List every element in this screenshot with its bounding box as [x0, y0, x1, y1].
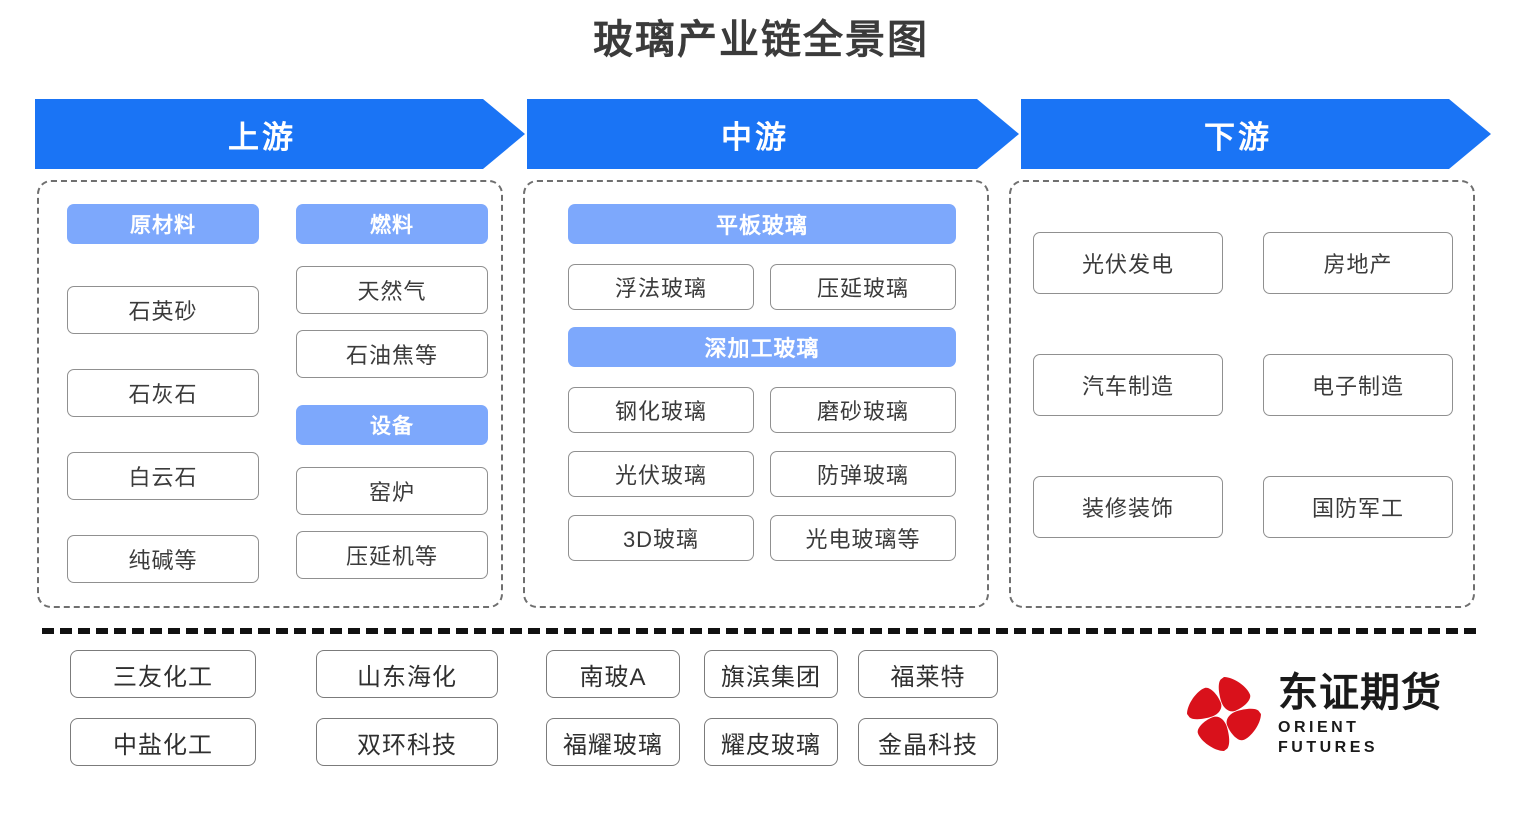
downstream-content: 光伏发电 房地产 汽车制造 电子制造 装修装饰 国防军工 [1033, 232, 1453, 538]
brand-name-en: ORIENT FUTURES [1278, 719, 1379, 756]
item-box[interactable]: 浮法玻璃 [568, 264, 754, 310]
stage-banner-downstream-label: 下游 [1204, 119, 1272, 155]
item-box[interactable]: 压延玻璃 [770, 264, 956, 310]
item-box[interactable]: 3D玻璃 [568, 515, 754, 561]
item-box[interactable]: 窑炉 [296, 467, 488, 515]
item-box[interactable]: 防弹玻璃 [770, 451, 956, 497]
stage-banner-upstream[interactable]: 上游 [35, 99, 525, 169]
category-header-equipment: 设备 [296, 405, 488, 445]
item-box[interactable]: 纯碱等 [67, 535, 259, 583]
company-group-midstream-a: 南玻A 福耀玻璃 [546, 650, 680, 766]
company-group-midstream-b: 旗滨集团 耀皮玻璃 [704, 650, 838, 766]
stage-panel-midstream: 平板玻璃 浮法玻璃 压延玻璃 深加工玻璃 钢化玻璃 磨砂玻璃 光伏玻璃 防弹玻璃… [523, 180, 989, 608]
item-box[interactable]: 白云石 [67, 452, 259, 500]
category-header-flat-glass: 平板玻璃 [568, 204, 956, 244]
item-box[interactable]: 装修装饰 [1033, 476, 1223, 538]
item-box[interactable]: 光伏发电 [1033, 232, 1223, 294]
company-box[interactable]: 双环科技 [316, 718, 498, 766]
item-box[interactable]: 光电玻璃等 [770, 515, 956, 561]
item-row: 光伏发电 房地产 [1033, 232, 1453, 294]
item-box[interactable]: 房地产 [1263, 232, 1453, 294]
item-box[interactable]: 石英砂 [67, 286, 259, 334]
item-box[interactable]: 电子制造 [1263, 354, 1453, 416]
company-box[interactable]: 南玻A [546, 650, 680, 698]
item-row: 光伏玻璃 防弹玻璃 [568, 451, 956, 497]
stage-banner-midstream-label: 中游 [721, 119, 789, 155]
item-row: 钢化玻璃 磨砂玻璃 [568, 387, 956, 433]
company-box[interactable]: 中盐化工 [70, 718, 256, 766]
stage-banner-upstream-label: 上游 [228, 119, 296, 155]
brand-name-cn: 东证期货 [1278, 671, 1442, 715]
orient-futures-diamond-icon [1187, 677, 1261, 751]
company-box[interactable]: 山东海化 [316, 650, 498, 698]
stage-panel-downstream: 光伏发电 房地产 汽车制造 电子制造 装修装饰 国防军工 [1009, 180, 1475, 608]
category-header-fuel: 燃料 [296, 204, 488, 244]
item-box[interactable]: 国防军工 [1263, 476, 1453, 538]
brand-logo: 东证期货 ORIENT FUTURES [1182, 668, 1442, 760]
item-box[interactable]: 光伏玻璃 [568, 451, 754, 497]
upstream-column-fuel-equipment: 燃料 天然气 石油焦等 设备 窑炉 压延机等 [296, 204, 488, 579]
brand-logo-text: 东证期货 ORIENT FUTURES [1278, 670, 1442, 758]
item-box[interactable]: 磨砂玻璃 [770, 387, 956, 433]
representative-companies-row: 三友化工 中盐化工 山东海化 双环科技 南玻A 福耀玻璃 旗滨集团 耀皮玻璃 福… [0, 650, 1522, 780]
section-divider [42, 628, 1476, 634]
company-group-upstream-a: 三友化工 中盐化工 [70, 650, 256, 766]
item-row: 3D玻璃 光电玻璃等 [568, 515, 956, 561]
page-title: 玻璃产业链全景图 [593, 18, 929, 62]
item-row: 装修装饰 国防军工 [1033, 476, 1453, 538]
company-box[interactable]: 福耀玻璃 [546, 718, 680, 766]
item-row: 汽车制造 电子制造 [1033, 354, 1453, 416]
category-header-deep-processed-glass: 深加工玻璃 [568, 327, 956, 367]
company-box[interactable]: 福莱特 [858, 650, 998, 698]
item-row: 浮法玻璃 压延玻璃 [568, 264, 956, 310]
midstream-content: 平板玻璃 浮法玻璃 压延玻璃 深加工玻璃 钢化玻璃 磨砂玻璃 光伏玻璃 防弹玻璃… [568, 204, 956, 561]
item-box[interactable]: 汽车制造 [1033, 354, 1223, 416]
item-box[interactable]: 压延机等 [296, 531, 488, 579]
item-box[interactable]: 钢化玻璃 [568, 387, 754, 433]
item-box[interactable]: 石油焦等 [296, 330, 488, 378]
stage-panel-upstream: 原材料 石英砂 石灰石 白云石 纯碱等 燃料 天然气 石油焦等 设备 窑炉 压延… [37, 180, 503, 608]
stage-banner-midstream[interactable]: 中游 [527, 99, 1019, 169]
company-group-upstream-b: 山东海化 双环科技 [316, 650, 498, 766]
company-box[interactable]: 旗滨集团 [704, 650, 838, 698]
upstream-column-raw-materials: 原材料 石英砂 石灰石 白云石 纯碱等 [67, 204, 259, 583]
item-box[interactable]: 天然气 [296, 266, 488, 314]
stage-banner-row: 上游 中游 下游 [35, 99, 1491, 169]
company-box[interactable]: 金晶科技 [858, 718, 998, 766]
company-box[interactable]: 耀皮玻璃 [704, 718, 838, 766]
stage-banner-downstream[interactable]: 下游 [1021, 99, 1491, 169]
item-box[interactable]: 石灰石 [67, 369, 259, 417]
category-header-raw-materials: 原材料 [67, 204, 259, 244]
company-group-midstream-c: 福莱特 金晶科技 [858, 650, 998, 766]
company-box[interactable]: 三友化工 [70, 650, 256, 698]
